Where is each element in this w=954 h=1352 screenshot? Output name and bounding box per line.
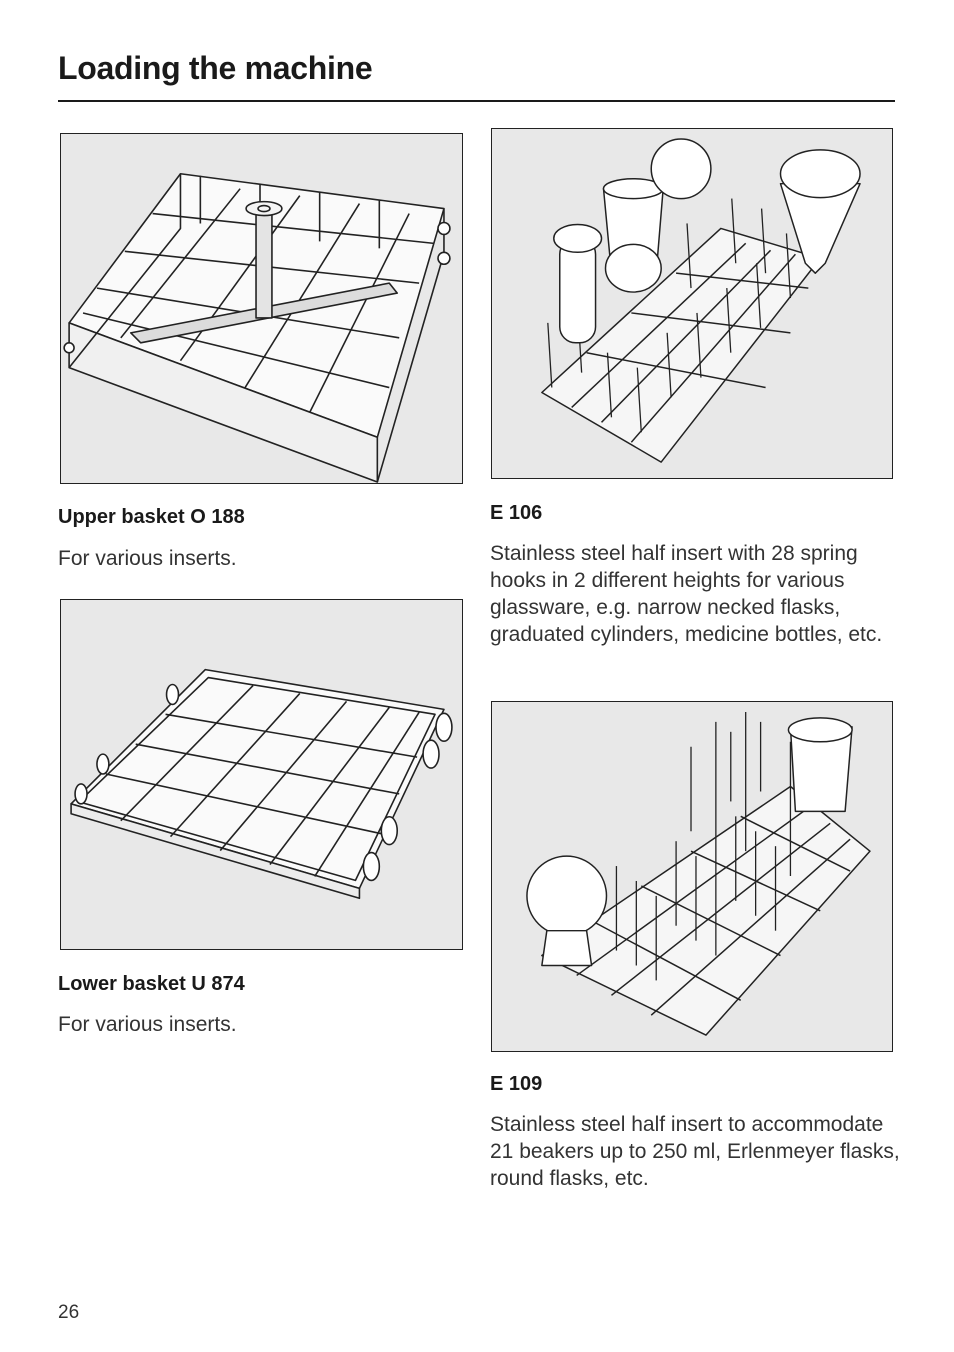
e106-insert-illustration xyxy=(491,128,893,479)
e106-heading: E 106 xyxy=(490,502,543,524)
e109-description: Stainless steel half insert to accommoda… xyxy=(490,1113,900,1190)
upper-basket-heading: Upper basket O 188 xyxy=(58,506,245,528)
upper-basket-description: For various inserts. xyxy=(58,547,237,570)
upper-basket-illustration xyxy=(60,133,463,484)
page-number: 26 xyxy=(58,1302,80,1323)
e109-heading: E 109 xyxy=(490,1073,543,1095)
lower-basket-illustration xyxy=(60,599,463,950)
page-title: Loading the machine xyxy=(58,50,373,86)
e106-description: Stainless steel half insert with 28 spri… xyxy=(490,542,883,646)
title-rule xyxy=(58,100,895,102)
lower-basket-heading: Lower basket U 874 xyxy=(58,973,245,995)
lower-basket-description: For various inserts. xyxy=(58,1013,237,1036)
e109-insert-illustration xyxy=(491,701,893,1052)
